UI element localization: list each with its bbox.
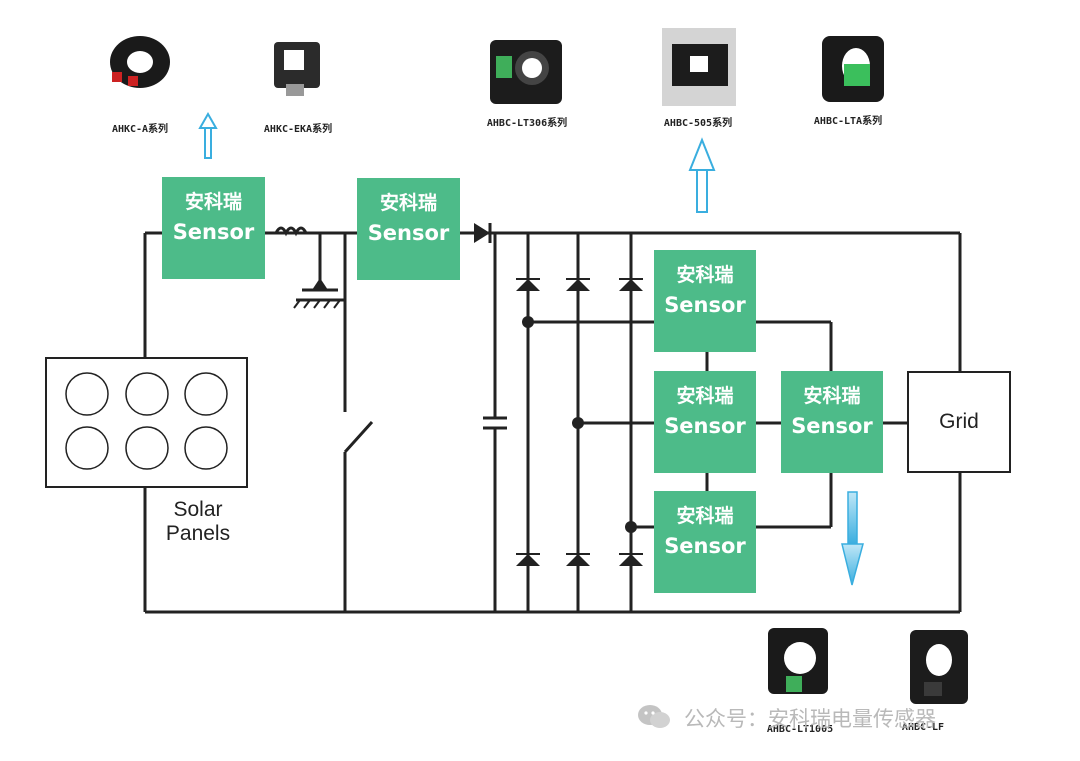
sensor-type-label: Sensor: [664, 414, 746, 438]
product-image-ahbc-lta: [822, 36, 884, 102]
grid-label: Grid: [939, 410, 979, 433]
wires: [143, 231, 962, 614]
solar-label-line1: Solar: [173, 498, 223, 521]
bridge-diodes: [516, 278, 643, 566]
watermark-text: 公众号：安科瑞电量传感器: [684, 707, 936, 731]
product-image-ahbc-lt306: [490, 40, 562, 104]
sensor-block: 安科瑞 Sensor: [162, 177, 265, 279]
grid-box: [907, 371, 1011, 473]
sensor-block: 安科瑞 Sensor: [654, 491, 756, 593]
sensor-brand-label: 安科瑞: [184, 191, 242, 213]
sensor-block: 安科瑞 Sensor: [781, 371, 883, 473]
product-image-ahkc-a: [110, 36, 170, 88]
sensor-type-label: Sensor: [367, 221, 450, 245]
product-image-ahbc-lt1005: [768, 628, 828, 694]
sensor-brand-label: 安科瑞: [379, 192, 437, 214]
series-diode: [474, 223, 492, 243]
product-label: AHBC-LTA系列: [813, 116, 883, 127]
up-arrow-icon: [688, 137, 716, 213]
ground-symbol: [293, 278, 341, 309]
sensor-brand-label: 安科瑞: [676, 264, 734, 286]
sensor-brand-label: 安科瑞: [803, 385, 861, 407]
solar-label-line2: Panels: [165, 522, 231, 545]
sensor-block: 安科瑞 Sensor: [357, 178, 460, 280]
sensor-type-label: Sensor: [791, 414, 873, 438]
sensor-type-label: Sensor: [172, 220, 255, 244]
product-label: AHBC-LF: [901, 722, 945, 733]
product-image-ahkc-eka: [274, 42, 320, 96]
junction-dots: [522, 316, 637, 533]
sensor-block: 安科瑞 Sensor: [654, 250, 756, 352]
up-arrow-icon: [198, 111, 218, 159]
down-arrow-icon: [841, 491, 864, 586]
product-image-ahbc-lf: [910, 630, 968, 704]
sensor-brand-label: 安科瑞: [676, 505, 734, 527]
sensor-type-label: Sensor: [664, 293, 746, 317]
solar-panel: [45, 357, 248, 488]
sensor-brand-label: 安科瑞: [676, 385, 734, 407]
wechat-icon: [638, 705, 670, 728]
product-label: AHBC-LT1005: [766, 724, 834, 735]
inductor: [274, 226, 308, 237]
product-label: AHBC-505系列: [663, 118, 733, 129]
product-image-ahbc-505: [662, 28, 736, 106]
solar-panels-label: Solar Panels: [163, 498, 233, 546]
product-label: AHKC-EKA系列: [263, 124, 333, 135]
sensor-type-label: Sensor: [664, 534, 746, 558]
product-label: AHBC-LT306系列: [486, 118, 568, 129]
product-label: AHKC-A系列: [111, 124, 169, 135]
sensor-block: 安科瑞 Sensor: [654, 371, 756, 473]
